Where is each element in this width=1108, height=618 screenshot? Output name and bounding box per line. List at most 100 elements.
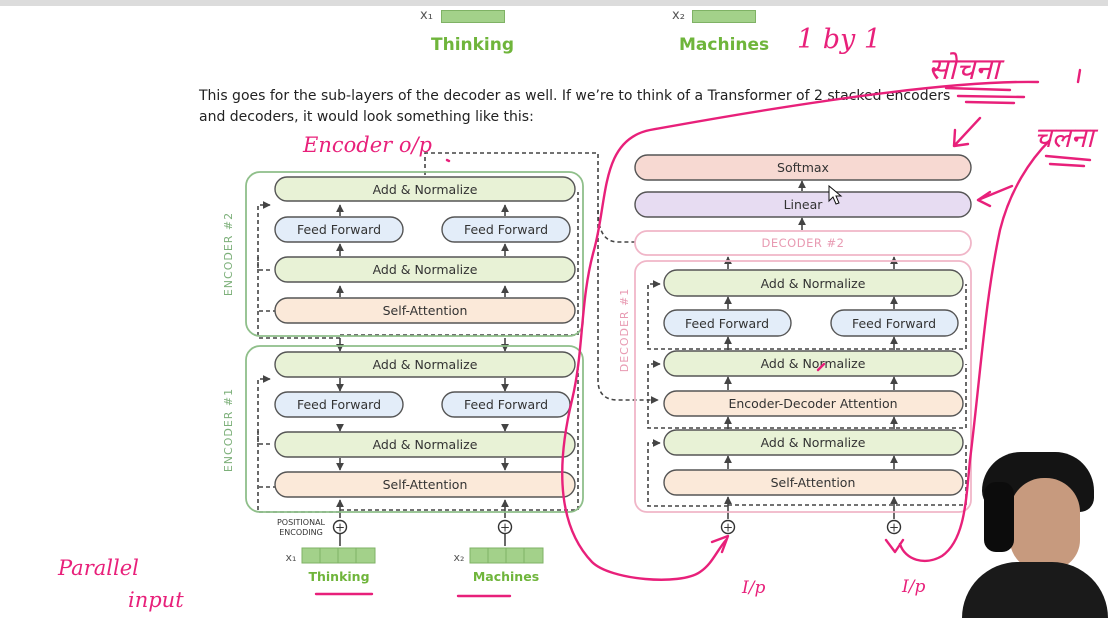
decoder-1-frame xyxy=(634,260,972,513)
softmax-box xyxy=(634,154,972,181)
encoder-positional-plus-right xyxy=(497,519,513,535)
decoder-1-add-norm-1-box xyxy=(663,269,964,297)
encoder-2-ff-right-box xyxy=(441,216,571,243)
decoder-1: DECODER #1 Add & Normalize Feed Forward … xyxy=(618,260,972,535)
decoder-1-ff-right-box xyxy=(830,309,959,337)
encoder-2-self-attention-box xyxy=(274,297,576,324)
positional-encoding-label-line2: ENCODING xyxy=(279,528,323,537)
encoder-2-ff-left-box xyxy=(274,216,404,243)
presenter-webcam xyxy=(962,452,1108,618)
encoder-2-add-norm-bottom: Add & Normalize xyxy=(373,262,478,277)
note-parallel: Parallel xyxy=(57,556,139,580)
encoder-1-self-attention-box xyxy=(274,471,576,498)
note-encoder-op: Encoder o/p xyxy=(302,133,432,157)
presenter-shirt xyxy=(962,562,1108,618)
decoder-positional-plus-right xyxy=(886,519,902,535)
encoder-1: ENCODER #1 Add & Normalize Feed Forward … xyxy=(222,345,584,513)
encoder-2-self-attention: Self-Attention xyxy=(383,303,468,318)
decoder-1-enc-dec-attention-box xyxy=(663,390,964,417)
decoder-1-ff-right: Feed Forward xyxy=(852,316,936,331)
decoder-output-stack: Softmax Linear DECODER #2 xyxy=(634,154,972,256)
ink-encoder-loop xyxy=(561,80,1040,581)
top-input-x2-word: Machines xyxy=(679,35,770,55)
decoder-1-ff-left-box xyxy=(663,309,792,337)
softmax-label: Softmax xyxy=(777,160,829,175)
ink-arrow-topdecoder xyxy=(952,116,982,148)
decoder-plus-right-symbol: + xyxy=(889,521,899,535)
ink-underline-hindi-2 xyxy=(1044,154,1092,168)
note-hindi-side: चलना xyxy=(1034,121,1098,154)
decoder-2-label: DECODER #2 xyxy=(762,236,845,250)
ink-underline-hindi xyxy=(944,86,1026,105)
encoder-1-ff-left-box xyxy=(274,391,404,418)
input-x1-word: Thinking xyxy=(308,569,369,584)
input-x1-subscript: x₁ xyxy=(286,551,297,564)
input-x2-word: Machines xyxy=(473,569,539,584)
ink-tick-decoder xyxy=(816,362,826,372)
encoder-connectors xyxy=(336,204,509,546)
encoder-1-add-norm-bottom: Add & Normalize xyxy=(373,437,478,452)
note-one-by-one: 1 by 1 xyxy=(797,24,881,55)
encoder-2-add-norm-top-box xyxy=(274,176,576,202)
encoder-1-label: ENCODER #1 xyxy=(222,388,235,472)
handwritten-annotations xyxy=(314,68,1092,598)
note-ip-right: I/p xyxy=(901,577,925,597)
linear-box xyxy=(634,191,972,218)
encoder-2-frame xyxy=(245,171,584,337)
decoder-1-ff-left: Feed Forward xyxy=(685,316,769,331)
ink-arrow-input-left xyxy=(710,534,730,554)
decoder-1-add-norm-2-box xyxy=(663,350,964,377)
linear-label: Linear xyxy=(784,197,824,212)
decoder-1-add-norm-2: Add & Normalize xyxy=(761,356,866,371)
encoder-plus-right-symbol: + xyxy=(500,521,510,535)
ink-dot xyxy=(445,158,451,163)
encoder-1-add-norm-top: Add & Normalize xyxy=(373,357,478,372)
note-input: input xyxy=(128,588,184,612)
encoder-residuals xyxy=(257,152,661,513)
note-ip-left: I/p xyxy=(741,578,765,598)
top-input-x1-word: Thinking xyxy=(431,35,515,55)
encoder-plus-left-symbol: + xyxy=(335,521,345,535)
encoder-2-label: ENCODER #2 xyxy=(222,212,235,296)
decoder-1-self-attention-box xyxy=(663,469,964,496)
encoder-2-ff-left: Feed Forward xyxy=(297,222,381,237)
ink-right-loop xyxy=(898,138,1052,563)
ink-comma xyxy=(1076,68,1082,84)
top-input-x2-vector xyxy=(692,10,756,23)
encoder-2-ff-right: Feed Forward xyxy=(464,222,548,237)
encoder-2-add-norm-top: Add & Normalize xyxy=(373,182,478,197)
decoder-2-box xyxy=(634,230,972,256)
decoder-positional-plus-left xyxy=(720,519,736,535)
input-x2-subscript: x₂ xyxy=(454,551,465,564)
encoder-inputs: POSITIONAL ENCODING + + x₁ Thinking x₂ M… xyxy=(277,518,544,584)
encoder-1-ff-left: Feed Forward xyxy=(297,397,381,412)
encoder-positional-plus-left xyxy=(332,519,348,535)
article-paragraph: This goes for the sub-layers of the deco… xyxy=(199,88,951,125)
decoder-1-enc-dec-attention: Encoder-Decoder Attention xyxy=(728,396,897,411)
decoder-1-self-attention: Self-Attention xyxy=(771,475,856,490)
encoder-1-ff-right: Feed Forward xyxy=(464,397,548,412)
decoder-1-add-norm-3: Add & Normalize xyxy=(761,435,866,450)
decoder-plus-left-symbol: + xyxy=(723,521,733,535)
browser-address-strip xyxy=(0,0,1108,6)
headset-icon xyxy=(984,482,1014,552)
presenter-face xyxy=(1010,478,1080,570)
ink-arrow-linear xyxy=(976,184,1014,208)
decoder-1-label: DECODER #1 xyxy=(618,288,631,373)
decoder-1-add-norm-3-box xyxy=(663,429,964,456)
decoder-connectors xyxy=(724,180,898,519)
encoder-1-add-norm-bottom-box xyxy=(274,431,576,458)
encoder-2: ENCODER #2 Add & Normalize Feed Forward … xyxy=(222,171,584,337)
ink-arrow-input-right xyxy=(884,538,905,554)
top-input-x1-subscript: x₁ xyxy=(420,8,433,23)
handwritten-text: 1 by 1 सोचना चलना Encoder o/p Parallel i… xyxy=(57,24,1098,612)
decoder-1-add-norm-1: Add & Normalize xyxy=(761,276,866,291)
encoder-1-self-attention: Self-Attention xyxy=(383,477,468,492)
note-hindi-top: सोचना xyxy=(928,52,1005,87)
mouse-cursor-icon xyxy=(828,184,843,205)
top-input-x2-subscript: x₂ xyxy=(672,8,685,23)
top-input-x1-vector xyxy=(441,10,505,23)
encoder-1-add-norm-top-box xyxy=(274,351,576,378)
positional-encoding-label-line1: POSITIONAL xyxy=(277,518,326,527)
